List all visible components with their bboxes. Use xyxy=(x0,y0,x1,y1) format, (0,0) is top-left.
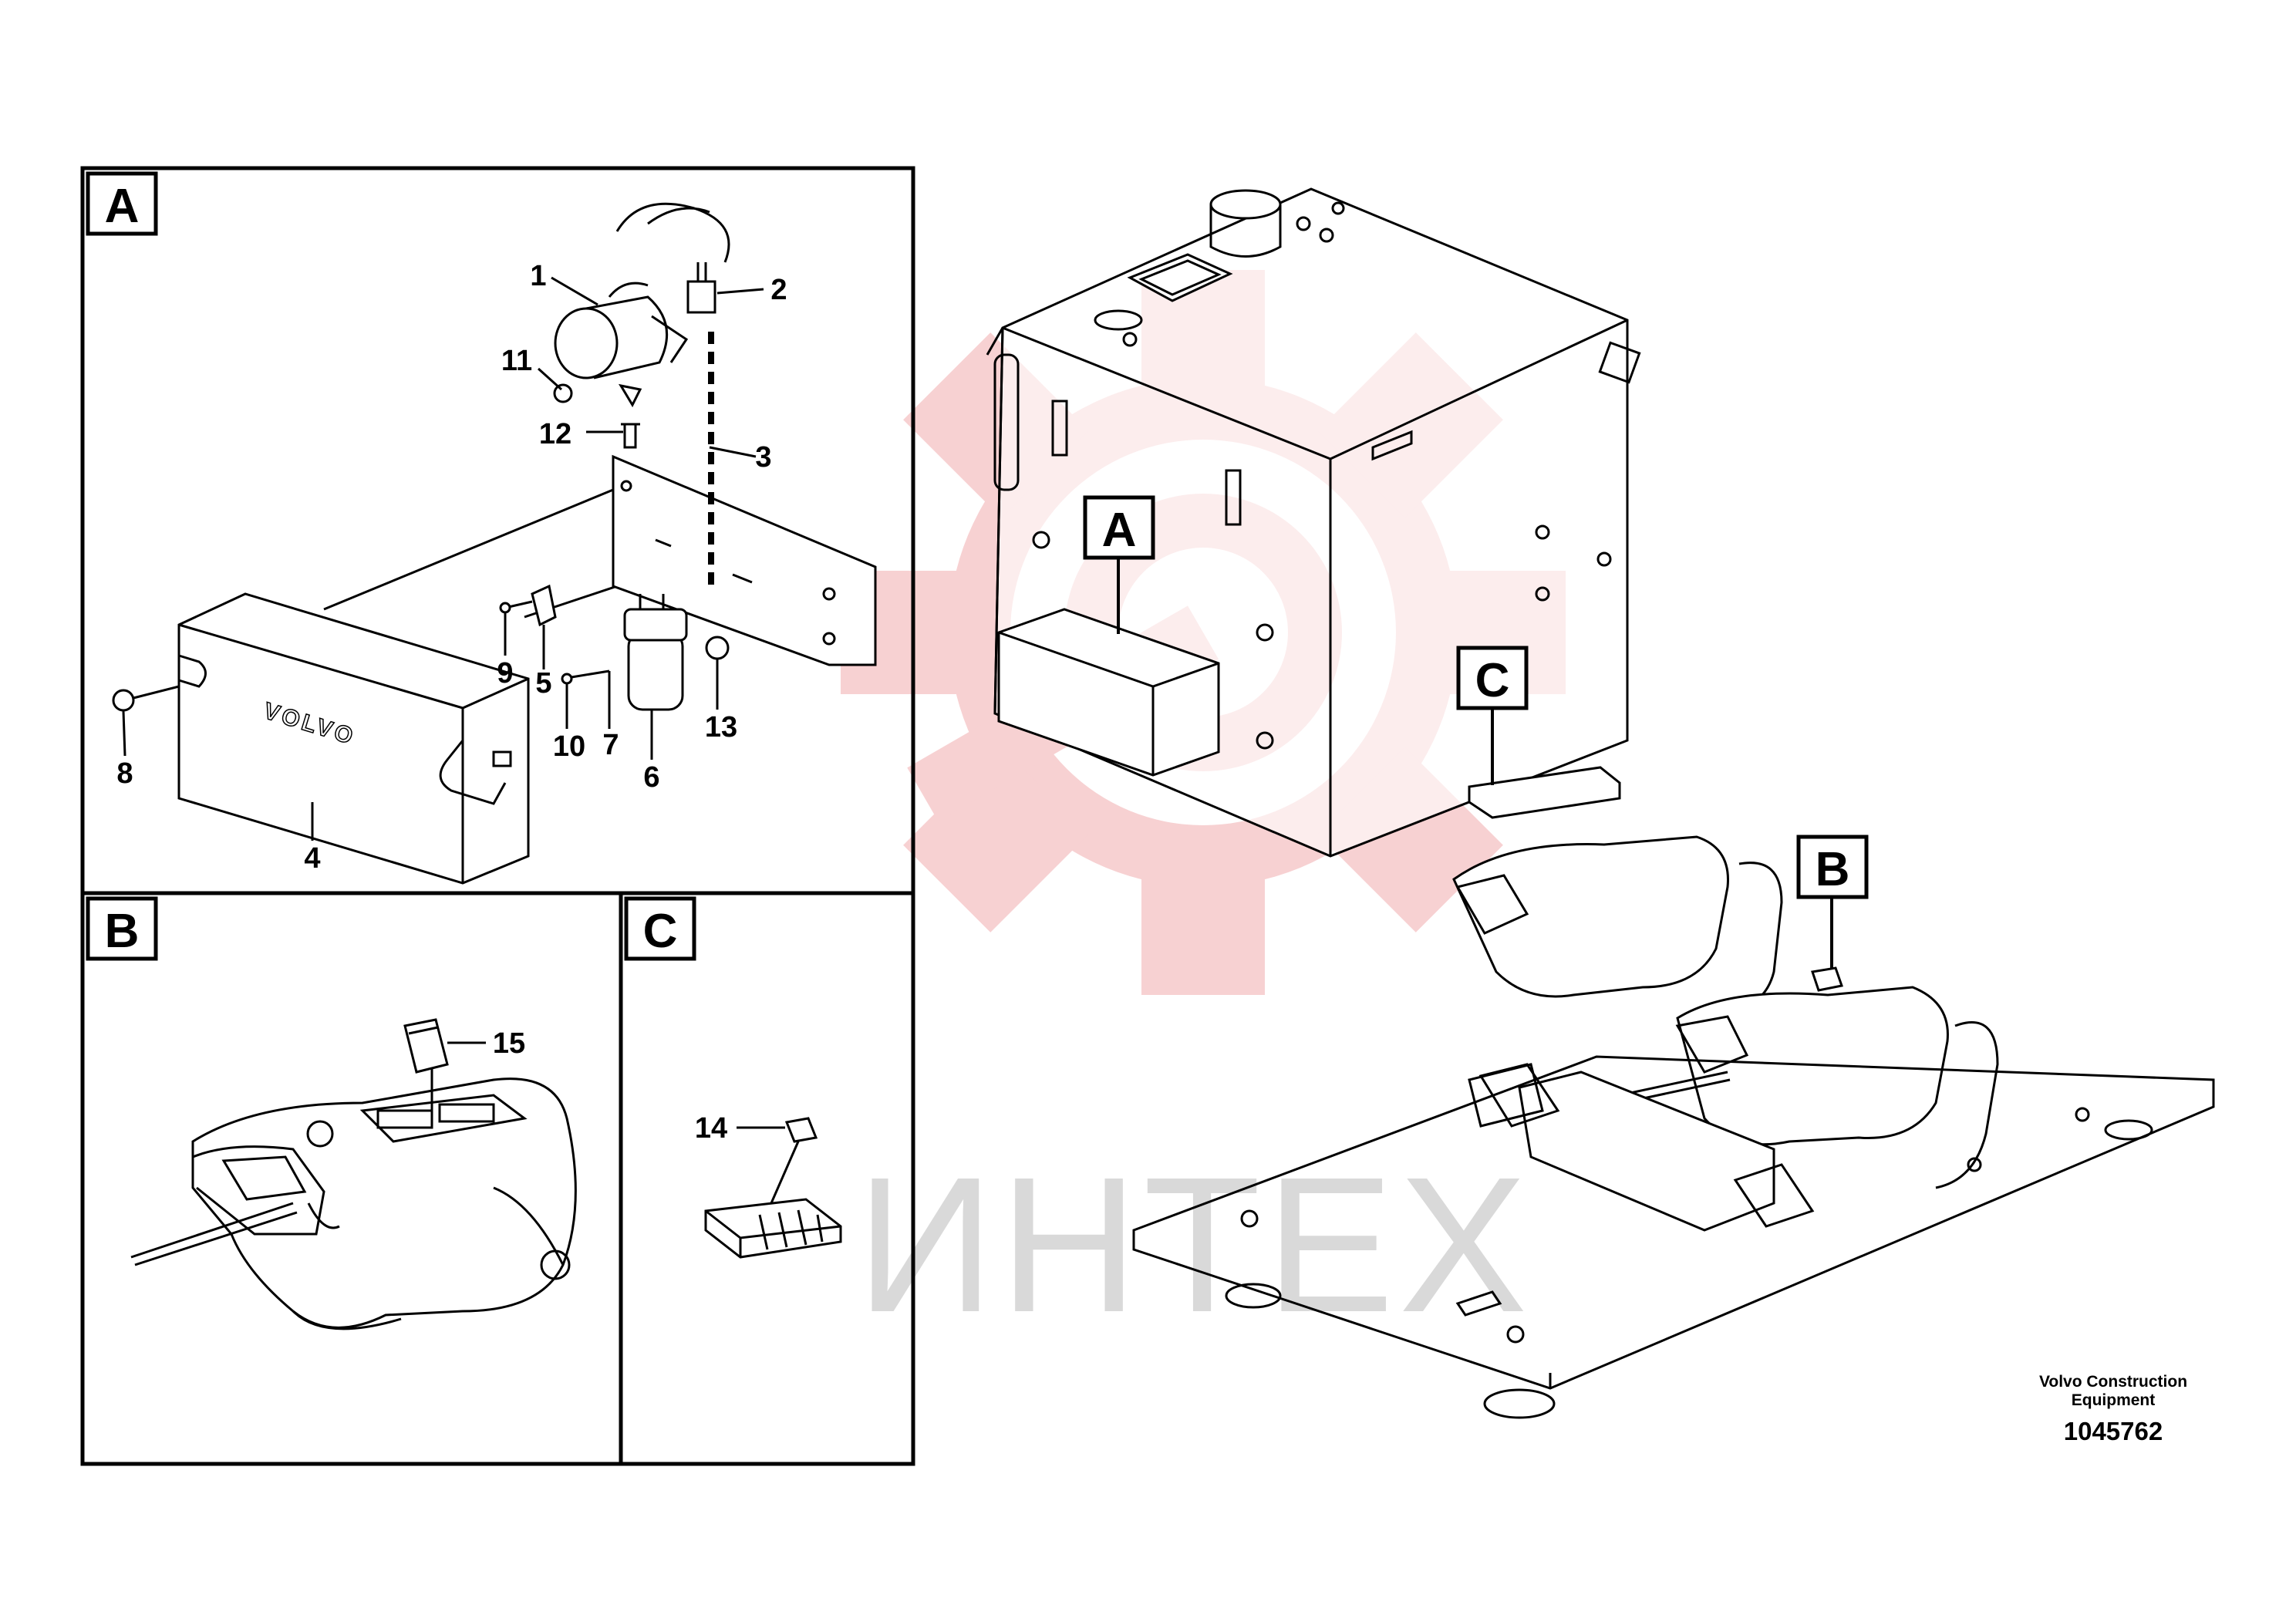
callout-2: 2 xyxy=(770,274,787,306)
callout-8: 8 xyxy=(116,757,133,790)
svg-text:B: B xyxy=(105,905,140,958)
panel-a-drawing xyxy=(112,202,877,885)
panel-b-drawing xyxy=(130,1018,577,1330)
panel-frames xyxy=(80,166,915,1466)
document-number: 1045762 xyxy=(2064,1417,2163,1445)
callout-10: 10 xyxy=(553,730,585,763)
svg-text:A: A xyxy=(1102,504,1137,557)
callout-7: 7 xyxy=(602,729,619,761)
overview-tag-a: A xyxy=(1083,495,1155,560)
svg-text:C: C xyxy=(1475,654,1510,707)
callout-11: 11 xyxy=(501,345,532,377)
callout-5: 5 xyxy=(535,667,551,700)
overview-drawing xyxy=(986,187,2215,1419)
callout-12: 12 xyxy=(539,418,571,450)
overview-pointers xyxy=(1117,557,1833,968)
panel-c-drawing xyxy=(704,1117,842,1259)
overview-tag-b: B xyxy=(1796,835,1869,899)
watermark-text: ИНТЕХ xyxy=(856,1137,1532,1352)
credit-line-1: Volvo Construction xyxy=(2039,1373,2187,1391)
svg-text:C: C xyxy=(643,905,678,958)
callout-1: 1 xyxy=(530,260,546,292)
callout-15: 15 xyxy=(493,1027,525,1060)
credit-line-2: Equipment xyxy=(2072,1391,2156,1409)
callout-14: 14 xyxy=(695,1112,727,1145)
callout-9: 9 xyxy=(497,657,513,690)
svg-text:A: A xyxy=(105,180,140,233)
panel-a-leaders xyxy=(122,276,764,841)
footer-credit: Volvo Construction Equipment 1045762 xyxy=(2039,1373,2187,1445)
panel-c-tag: C xyxy=(624,896,696,961)
panel-a-callouts: 1 2 3 4 5 6 7 8 9 10 11 12 13 xyxy=(116,260,787,875)
panel-a-tag: A xyxy=(86,171,158,236)
callout-6: 6 xyxy=(643,761,659,794)
overview-tag-c: C xyxy=(1456,646,1529,710)
callout-3: 3 xyxy=(755,441,771,474)
callout-13: 13 xyxy=(705,711,737,744)
callout-4: 4 xyxy=(304,842,320,875)
svg-text:B: B xyxy=(1816,843,1850,896)
panel-b-tag: B xyxy=(86,896,158,961)
